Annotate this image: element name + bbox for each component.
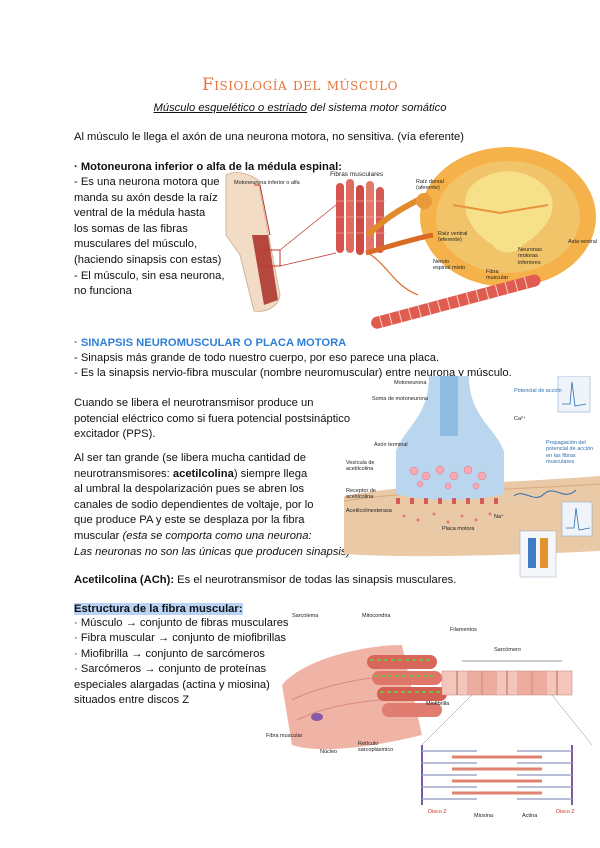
acetilcolina-label: Acetilcolina (ACh): bbox=[74, 574, 175, 586]
label-disco-z-right: Disco Z bbox=[556, 809, 575, 815]
label-acetilcolinesterasa: Acetilcolinesterasa bbox=[346, 508, 392, 514]
label-sodium: Na⁺ bbox=[494, 514, 504, 520]
muscle-structure-illustration bbox=[282, 645, 593, 805]
italic-note: (esta se comporta como una neurona: bbox=[122, 529, 312, 542]
label-nervio-espinal: Nervio espinal mixto bbox=[433, 259, 466, 272]
label-raiz-ventral: Raíz ventral (eferente) bbox=[438, 231, 468, 244]
paragraph-line: Las neuronas no son las únicas que produ… bbox=[74, 545, 359, 561]
text-span: ) siempre llega bbox=[233, 467, 308, 480]
motoneurona-line: (haciendo sinapsis con estas) bbox=[74, 253, 222, 266]
label-receptor: Receptor de acetilcolina bbox=[346, 488, 376, 501]
label-miosina: Miosina bbox=[474, 813, 493, 819]
paragraph-line: al umbral la despolarización pues se abr… bbox=[74, 483, 305, 496]
paragraph-line: neurotransmisores: acetilcolina) siempre… bbox=[74, 467, 359, 483]
label-raiz-dorsal: Raíz dorsal (aferente) bbox=[416, 179, 444, 192]
italic-note: Las neuronas no son las únicas que produ… bbox=[74, 545, 351, 558]
motoneurona-figure: Motoneurona inferior o alfa Fibras muscu… bbox=[218, 135, 600, 330]
sinapsis-heading: · SINAPSIS NEUROMUSCULAR O PLACA MOTORA bbox=[74, 337, 347, 349]
motoneurona-heading: · Motoneurona inferior o alfa de la médu… bbox=[74, 161, 342, 173]
label-nucleo: Núcleo bbox=[320, 749, 338, 755]
estructura-list: · Músculo → conjunto de fibras musculare… bbox=[74, 616, 304, 708]
motoneurona-line: ventral de la médula hasta bbox=[74, 207, 206, 220]
estructura-item: situados entre discos Z bbox=[74, 694, 190, 707]
label-fibras-musculares: Fibras musculares bbox=[330, 171, 384, 178]
paragraph-line: canales de sodio dependientes de voltaje… bbox=[74, 498, 314, 511]
label-axon-terminal: Axón terminal bbox=[374, 442, 408, 448]
label-vesicula: Vesícula de acetilcolina bbox=[346, 460, 375, 473]
estructura-item: especiales alargadas (actina y miosina) bbox=[74, 678, 270, 691]
label-asta-ventral: Asta ventral bbox=[568, 239, 598, 245]
fibra-muscular-figure: Sarcolema Mitocondria Filamentos Sarcóme… bbox=[262, 605, 600, 848]
text-span: muscular bbox=[74, 529, 123, 542]
page-title: Fisiología del músculo bbox=[201, 75, 398, 95]
motoneurona-line: - Es una neurona motora que bbox=[74, 176, 220, 188]
label-miofibrilla: Miofibrilla bbox=[426, 701, 450, 707]
paragraph-line: muscular (esta se comporta como una neur… bbox=[74, 529, 359, 545]
label-sarcomero: Sarcómero bbox=[494, 647, 521, 653]
motoneurona-line: musculares del músculo, bbox=[74, 238, 198, 251]
neuromuscular-junction-illustration bbox=[343, 375, 600, 578]
label-fibra-muscular: Fibra muscular bbox=[486, 269, 509, 282]
label-filamentos: Filamentos bbox=[450, 627, 477, 633]
label-calcium: Ca²⁺ bbox=[514, 416, 526, 422]
acetilcolina-term: acetilcolina bbox=[172, 467, 234, 480]
label-neuronas-motoras: Neuronas motoras inferiores bbox=[518, 247, 542, 266]
paragraph-line: Cuando se libera el neurotransmisor prod… bbox=[74, 397, 314, 409]
estructura-item: · Miofibrilla → conjunto de sarcómeros bbox=[74, 647, 265, 660]
sinapsis-paragraph-2: Al ser tan grande (se libera mucha canti… bbox=[74, 451, 359, 560]
sinapsis-line-1: - Sinapsis más grande de todo nuestro cu… bbox=[74, 352, 440, 364]
estructura-item: · Fibra muscular → conjunto de miofibril… bbox=[74, 632, 287, 645]
estructura-item: · Sarcómeros → conjunto de proteínas bbox=[74, 663, 267, 676]
paragraph-line: excitador (PPS). bbox=[74, 428, 156, 441]
paragraph-line: Al ser tan grande (se libera mucha canti… bbox=[74, 452, 306, 464]
page-subtitle: Músculo esquelético o estriado del siste… bbox=[0, 101, 600, 116]
acetilcolina-definition: Acetilcolina (ACh): Es el neurotransmiso… bbox=[74, 573, 456, 588]
intro-text: Al músculo le llega el axón de una neuro… bbox=[74, 131, 464, 143]
label-actina: Actina bbox=[522, 813, 538, 819]
estructura-item: · Músculo → conjunto de fibras musculare… bbox=[74, 617, 289, 629]
label-sarcolema: Sarcolema bbox=[292, 613, 319, 619]
acetilcolina-text: Es el neurotransmisor de todas las sinap… bbox=[174, 574, 457, 586]
paragraph-line: potencial eléctrico como si fuera potenc… bbox=[74, 412, 351, 425]
motoneurona-line: los somas de las fibras bbox=[74, 222, 188, 235]
label-reticulo: Retículo sarcoplásmico bbox=[358, 741, 394, 754]
label-soma: Soma de motoneurona bbox=[372, 396, 428, 402]
estructura-heading: Estructura de la fibra muscular: bbox=[74, 602, 243, 617]
motoneurona-line: manda su axón desde la raíz bbox=[74, 191, 218, 204]
label-motoneurona: Motoneurona inferior o alfa bbox=[234, 180, 300, 186]
label-disco-z-left: Disco Z bbox=[428, 809, 447, 815]
motoneurona-text: - Es una neurona motora que manda su axó… bbox=[74, 175, 234, 300]
label-propagacion: Propagación del potencial de acción en l… bbox=[546, 440, 594, 465]
label-fibra-muscular: Fibra muscular bbox=[266, 733, 303, 739]
label-mitocondria: Mitocondria bbox=[362, 613, 391, 619]
paragraph-line: que produce PA y este se desplaza por la… bbox=[74, 514, 305, 527]
sinapsis-paragraph-1: Cuando se libera el neurotransmisor prod… bbox=[74, 396, 354, 443]
sinapsis-line-2: - Es la sinapsis nervio-fibra muscular (… bbox=[74, 367, 512, 379]
subtitle-emphasis: Músculo esquelético o estriado bbox=[153, 102, 308, 114]
subtitle-rest: del sistema motor somático bbox=[307, 102, 447, 114]
estructura-heading-text: Estructura de la fibra muscular: bbox=[74, 603, 243, 615]
label-potencial-accion: Potencial de acción bbox=[514, 388, 562, 394]
label-motoneurona: Motoneurona bbox=[394, 380, 427, 386]
text-span: neurotransmisores: bbox=[74, 467, 173, 480]
placa-motora-figure: Motoneurona Soma de motoneurona Potencia… bbox=[343, 375, 600, 581]
label-placa-motora: Placa motora bbox=[442, 526, 475, 532]
motoneurona-line: no funciona bbox=[74, 285, 132, 298]
spinal-cord-illustration bbox=[225, 147, 596, 329]
motoneurona-line: - El músculo, sin esa neurona, bbox=[74, 269, 225, 282]
